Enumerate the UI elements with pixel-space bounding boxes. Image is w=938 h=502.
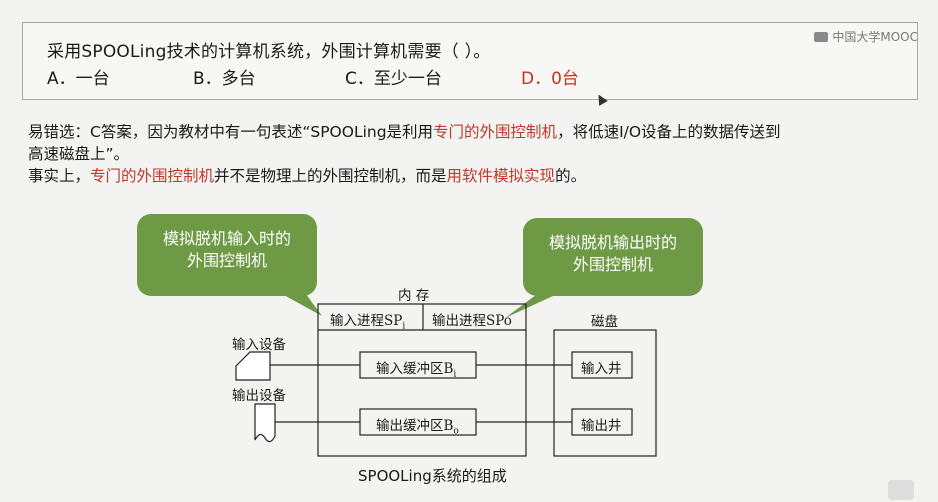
explanation-line-2: 高速磁盘上”。: [28, 142, 129, 164]
input-buffer-text: 输入缓冲区B: [376, 361, 454, 377]
question-text: 采用SPOOLing技术的计算机系统，外围计算机需要（ ）。: [47, 42, 491, 62]
memory-label: 内 存: [398, 288, 430, 304]
output-process-label: 输出进程SPo: [432, 313, 512, 329]
question-box: 采用SPOOLing技术的计算机系统，外围计算机需要（ ）。 A．一台 B．多台…: [22, 22, 918, 100]
bubble-text: 模拟脱机输出时的: [548, 233, 677, 252]
explanation-highlight: 用软件模拟实现: [446, 167, 556, 185]
option-c[interactable]: C．至少一台: [345, 69, 442, 89]
mooc-logo: 中国大学MOOC: [814, 28, 918, 45]
input-device-icon: [235, 351, 271, 381]
disk-box: [553, 329, 657, 457]
bubble-text: 外围控制机: [572, 255, 653, 274]
bubble-output-controller: 模拟脱机输出时的 外围控制机: [523, 218, 703, 296]
output-well-label: 输出井: [581, 418, 622, 434]
explanation-text: 的。: [555, 167, 587, 185]
explanation-text: 事实上，: [28, 167, 91, 185]
bubble-text: 外围控制机: [186, 251, 267, 270]
input-buffer-label: 输入缓冲区Bi: [376, 357, 456, 380]
explanation-highlight: 专门的外围控制机: [433, 123, 558, 141]
disk-label: 磁盘: [591, 314, 618, 330]
input-buffer-subscript: i: [453, 369, 457, 380]
output-buffer-label: 输出缓冲区Bo: [376, 414, 459, 437]
explanation-line-3: 事实上，专门的外围控制机并不是物理上的外围控制机，而是用软件模拟实现的。: [28, 164, 586, 186]
memory-box: [317, 303, 527, 457]
input-process-subscript: i: [402, 321, 406, 332]
option-a[interactable]: A．一台: [47, 69, 110, 89]
input-well-label: 输入井: [581, 361, 622, 377]
input-process-text: 输入进程SP: [330, 313, 403, 329]
bubble-input-controller: 模拟脱机输入时的 外围控制机: [137, 214, 317, 296]
bubble-text: 模拟脱机输入时的: [162, 229, 291, 248]
input-device-label: 输入设备: [232, 337, 286, 353]
explanation-text: 并不是物理上的外围控制机，而是: [214, 167, 447, 185]
explanation-text: ，将低速I/O设备上的数据传送到: [557, 123, 781, 141]
video-control-button[interactable]: [888, 480, 914, 500]
explanation-text: 易错选：C答案，因为教材中有一句表述“SPOOLing是利用: [28, 123, 434, 141]
output-buffer-subscript: o: [453, 426, 459, 437]
mooc-logo-icon: [814, 31, 829, 42]
option-b[interactable]: B．多台: [193, 69, 256, 89]
explanation-line-1: 易错选：C答案，因为教材中有一句表述“SPOOLing是利用专门的外围控制机，将…: [28, 120, 781, 142]
output-device-icon: [254, 403, 276, 443]
explanation-highlight: 专门的外围控制机: [90, 167, 215, 185]
explanation-text: 高速磁盘上”。: [28, 145, 130, 163]
mooc-logo-text: 中国大学MOOC: [832, 30, 918, 44]
diagram-caption: SPOOLing系统的组成: [358, 467, 507, 485]
input-process-label: 输入进程SPi: [330, 309, 405, 332]
output-buffer-text: 输出缓冲区B: [376, 418, 454, 434]
option-d-answer[interactable]: D．0台: [521, 69, 579, 89]
output-device-label: 输出设备: [232, 388, 286, 404]
